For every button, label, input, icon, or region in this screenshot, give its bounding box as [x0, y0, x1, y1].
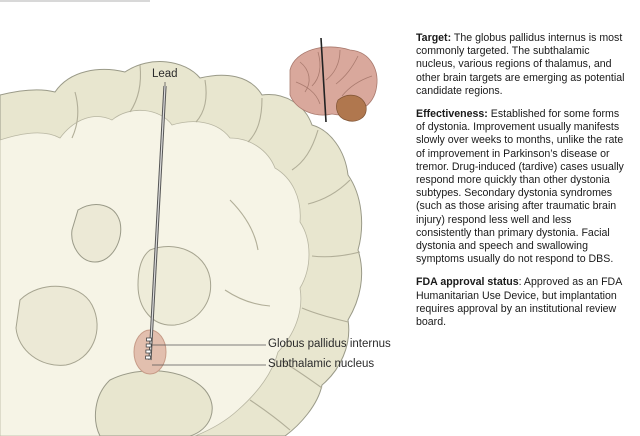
- gpi-label: Globus pallidus internus: [268, 338, 391, 350]
- fda-paragraph: FDA approval status: Approved as an FDA …: [416, 276, 628, 329]
- description-column: Target: The globus pallidus internus is …: [416, 32, 628, 339]
- brain-orientation-icon: [289, 37, 378, 123]
- lead-contacts: [145, 337, 152, 360]
- stn-label: Subthalamic nucleus: [268, 358, 375, 370]
- putamen: [137, 246, 212, 326]
- target-body: The globus pallidus internus is most com…: [416, 32, 625, 97]
- lateral-ventricle: [71, 204, 122, 263]
- cerebellum-icon: [336, 94, 367, 122]
- effectiveness-body: Established for some forms of dystonia. …: [416, 108, 624, 266]
- effectiveness-paragraph: Effectiveness: Established for some form…: [416, 108, 628, 266]
- target-paragraph: Target: The globus pallidus internus is …: [416, 32, 628, 98]
- effectiveness-heading: Effectiveness:: [416, 108, 488, 121]
- brain-coronal-section: [0, 37, 378, 436]
- section-plane-line: [320, 37, 327, 123]
- thalamus: [15, 285, 98, 366]
- fda-body: : Approved as an FDA Humanitarian Use De…: [416, 276, 622, 329]
- top-rule: [0, 0, 150, 2]
- target-heading: Target:: [416, 32, 452, 44]
- brain-cross-section-figure: Lead Globus pallidus internus Subthalami…: [0, 37, 391, 436]
- fda-heading: FDA approval status: [416, 276, 519, 289]
- lead-label: Lead: [152, 68, 178, 80]
